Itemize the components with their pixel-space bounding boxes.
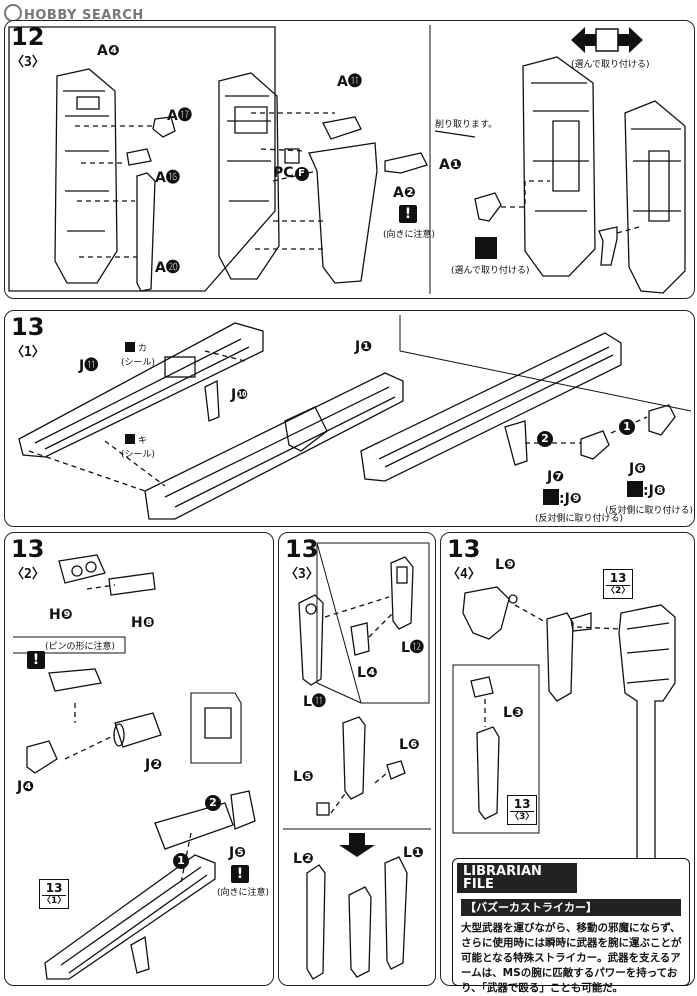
step-number: 13 (285, 535, 319, 563)
reference-step-badge: 13〈2〉 (603, 569, 634, 599)
order-marker-1: 1 (173, 853, 189, 869)
panel-step-13-3: 13 〈3〉 L⓫ L⓬ L❹ L❺ L❻ L❷ L❶ (278, 532, 436, 986)
part-label-l5: L❺ (293, 769, 314, 785)
note-check-pin-shape: (ピンの形に注意) (45, 642, 116, 652)
reverse-side-icon (627, 481, 643, 497)
step-sub-number: 〈4〉 (447, 567, 481, 582)
part-label-j9: :J❾ (543, 489, 582, 507)
step-sub-number: 〈1〉 (11, 345, 45, 360)
choose-option-icon (475, 237, 497, 259)
note-check-orientation: (向きに注意) (217, 888, 270, 898)
order-marker-2: 2 (537, 431, 553, 447)
seal-ki-label: キ (125, 433, 147, 446)
librarian-file-body: 大型武器を運びながら、移動の邪魔にならず、さらに使用時には瞬時に武器を腕に運ぶこ… (461, 922, 682, 994)
part-label-l2: L❷ (293, 851, 314, 867)
step-number: 13 (11, 535, 45, 563)
part-label-a17: A⓱ (167, 108, 192, 124)
seal-ka-note: (シール) (121, 358, 156, 368)
part-label-a16: A⓰ (155, 170, 180, 186)
part-label-a2: A❷ (393, 185, 416, 201)
part-label-a4: A❹ (97, 43, 120, 59)
part-label-l4: L❹ (357, 665, 378, 681)
part-label-l11: L⓫ (303, 694, 326, 710)
step-13-4-illustration (452, 586, 676, 960)
step-number: 13 (11, 313, 45, 341)
part-label-l1: L❶ (403, 845, 424, 861)
part-label-a11: A⓫ (337, 74, 362, 90)
part-label-j8: :J❽ (627, 481, 666, 499)
seal-ki-note: (シール) (121, 450, 156, 460)
seal-icon (125, 342, 135, 352)
double-arrow-icon (571, 25, 643, 55)
panel-step-13-1: 13 〈1〉 J⓫ J❶ J❿ カ (シール) キ (シール) 1 2 J❼ J… (4, 310, 695, 527)
part-label-l12: L⓬ (401, 640, 424, 656)
part-label-a20: A⓴ (155, 260, 180, 276)
step-sub-number: 〈3〉 (285, 567, 319, 582)
part-label-a1: A❶ (439, 157, 462, 173)
step-13-1-illustration (18, 315, 692, 520)
part-label-j6: J❻ (629, 461, 647, 477)
part-label-l3: L❸ (503, 705, 524, 721)
reference-step-badge: 13〈1〉 (39, 879, 70, 909)
part-label-l6: L❻ (399, 737, 420, 753)
note-reverse-side-2: (反対側に取り付ける) (605, 506, 694, 516)
step-13-3-illustration (283, 542, 431, 980)
step-number: 13 (447, 535, 481, 563)
part-label-j4: J❹ (17, 779, 35, 795)
reverse-side-icon (543, 489, 559, 505)
step-sub-number: 〈2〉 (11, 567, 45, 582)
warning-icon: ! (399, 205, 417, 223)
panel-step-13-2: 13 〈2〉 H❾ H❽ ! (ピンの形に注意) J❷ J❹ 2 1 J❺ ! … (4, 532, 274, 986)
step-sub-number: 〈3〉 (11, 55, 45, 70)
order-marker-1: 1 (619, 419, 635, 435)
note-cut-off: 削り取ります。 (435, 120, 498, 130)
part-label-h9: H❾ (49, 607, 73, 623)
warning-icon: ! (231, 865, 249, 883)
part-label-l9: L❾ (495, 557, 516, 573)
pc-f-circle-icon: F (294, 167, 309, 181)
warning-icon: ! (27, 651, 45, 669)
seal-icon (125, 434, 135, 444)
step-13-2-illustration (13, 554, 256, 980)
part-label-h8: H❽ (131, 615, 155, 631)
order-marker-2: 2 (205, 795, 221, 811)
part-label-j11: J⓫ (79, 358, 99, 374)
reference-step-badge: 13〈3〉 (507, 795, 538, 825)
part-label-j5: J❺ (229, 845, 247, 861)
part-label-j1: J❶ (355, 339, 373, 355)
part-label-j7: J❼ (547, 469, 565, 485)
seal-ka-label: カ (125, 341, 147, 354)
note-check-orientation: (向きに注意) (383, 230, 436, 240)
step-number: 12 (11, 23, 45, 51)
part-label-j10: J❿ (231, 387, 249, 403)
part-label-j2: J❷ (145, 757, 163, 773)
note-reverse-side-1: (反対側に取り付ける) (535, 514, 624, 524)
note-choose-attach: (選んで取り付ける) (451, 266, 530, 276)
note-choose-attach-2: (選んで取り付ける) (571, 60, 650, 70)
librarian-file-title: 【バズーカストライカー】 (461, 899, 681, 916)
